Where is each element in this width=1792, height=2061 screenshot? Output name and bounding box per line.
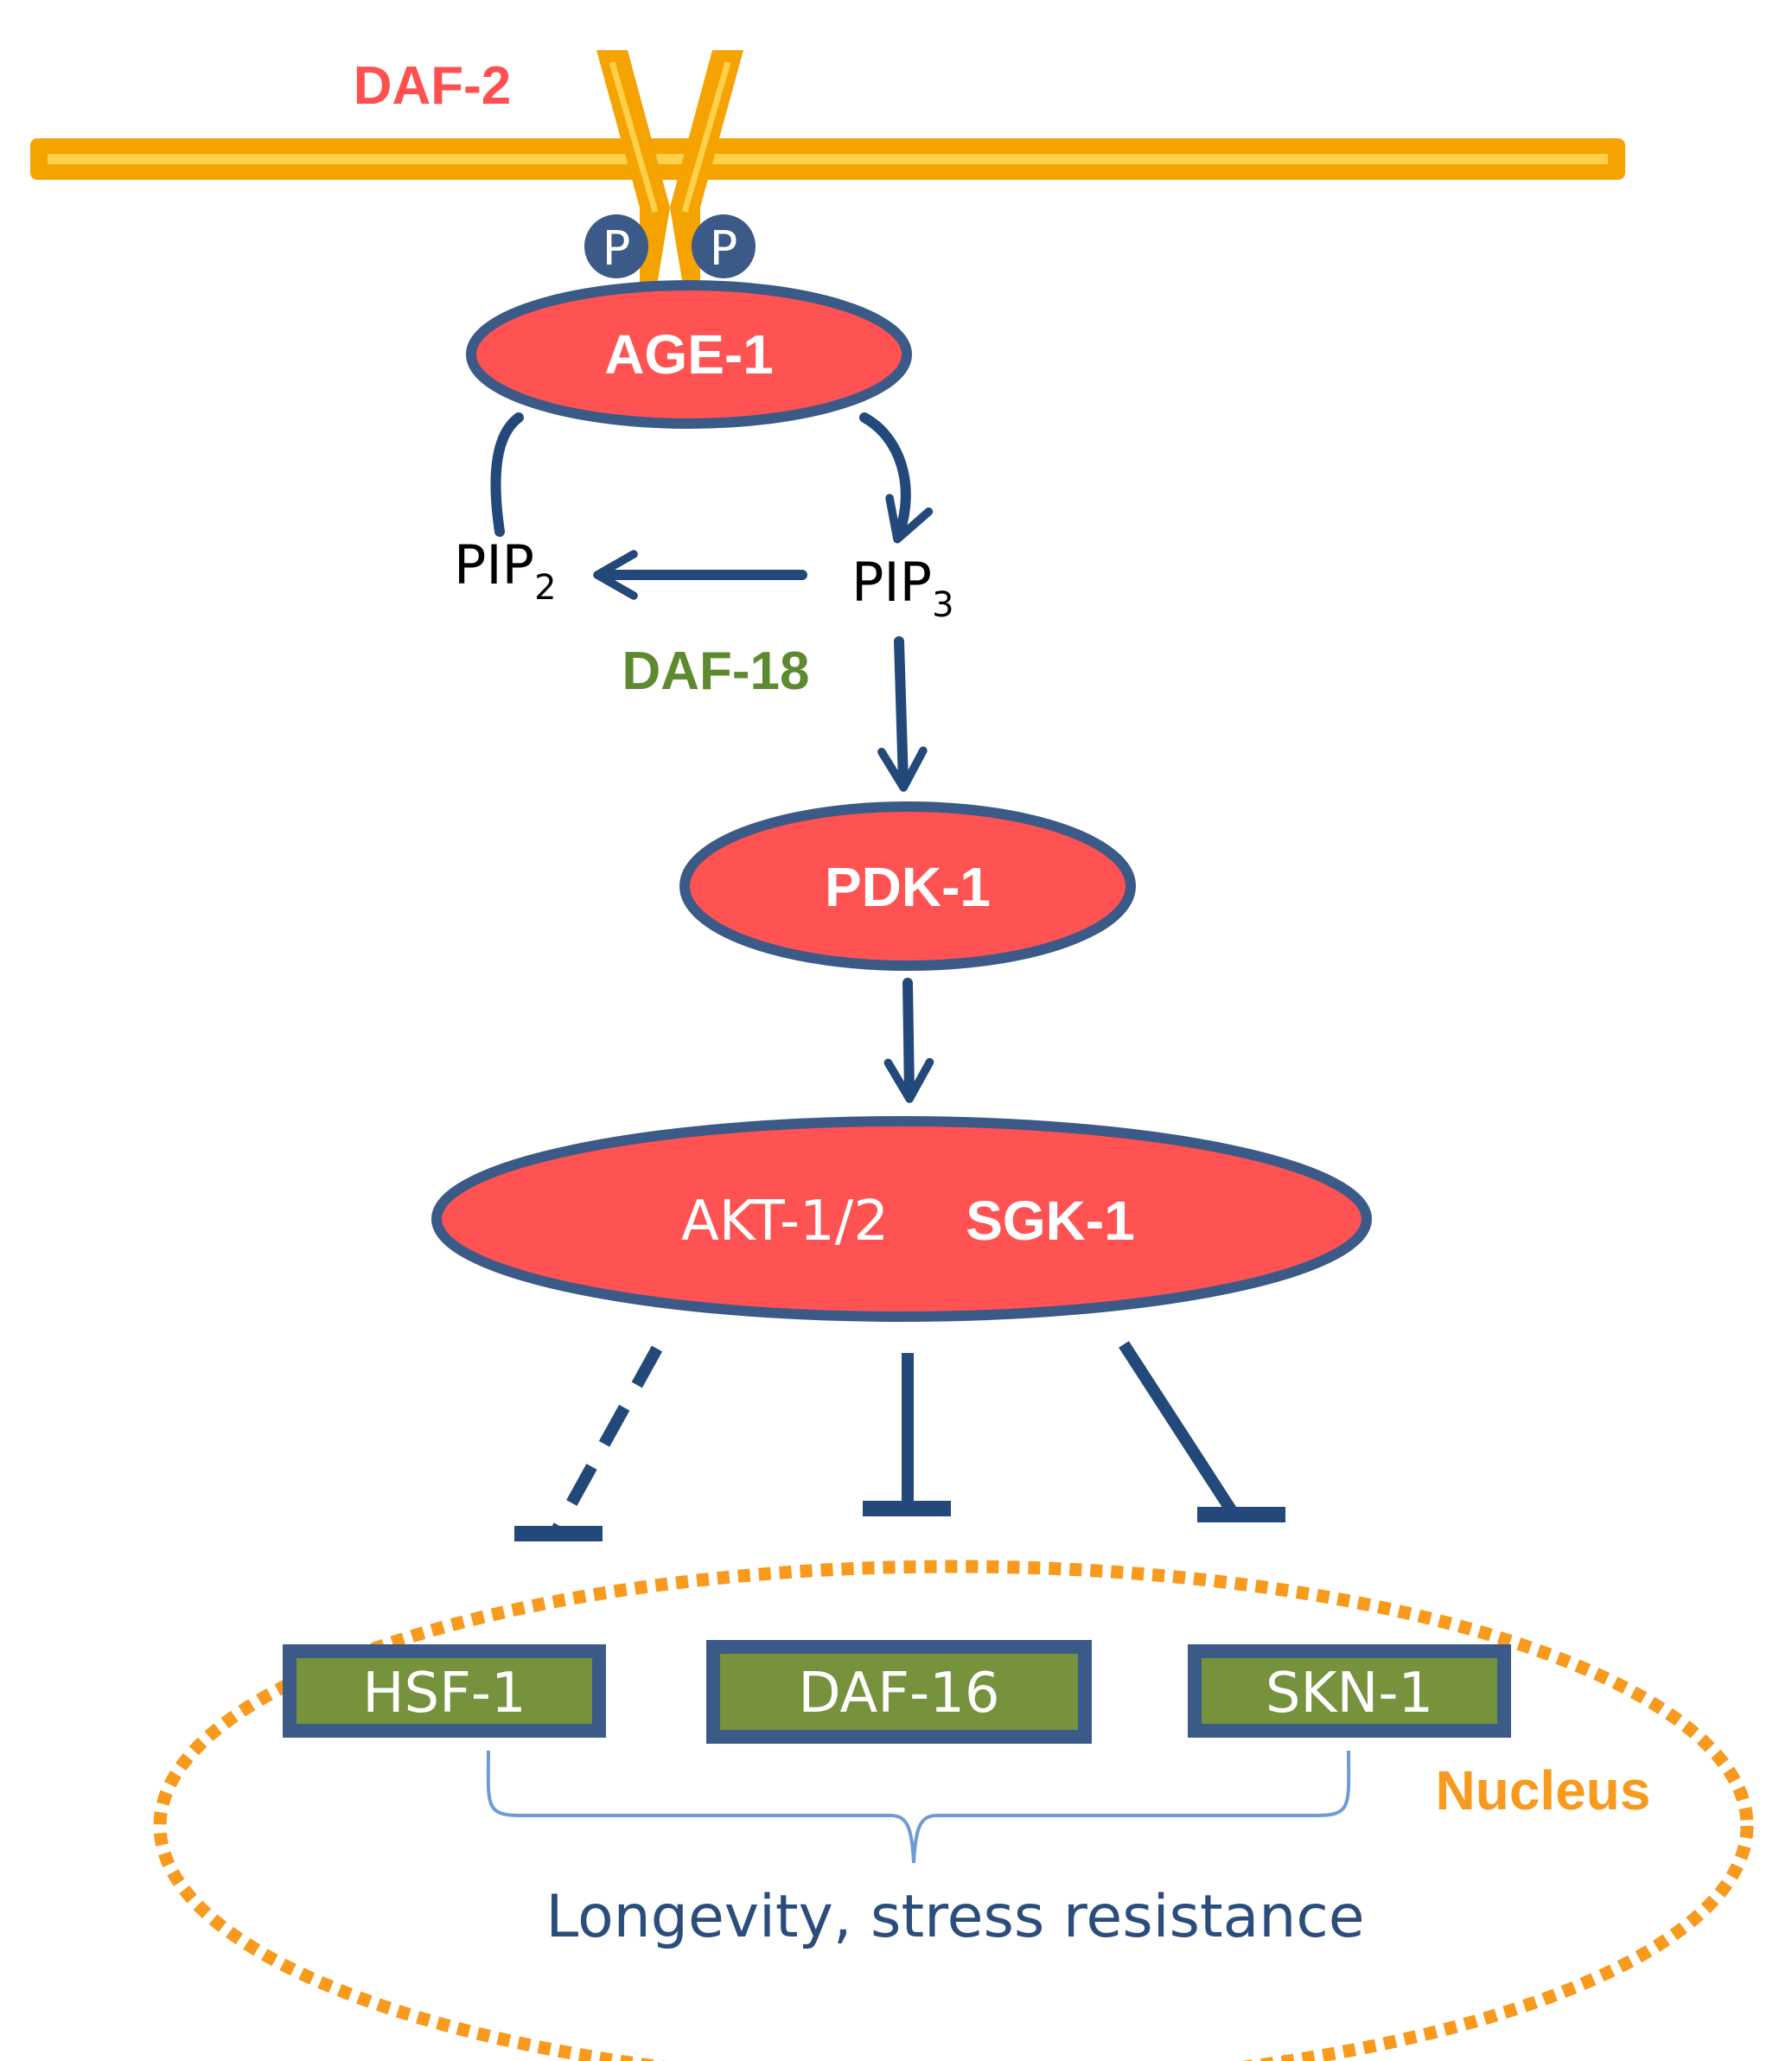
pip3-label: PIP3 bbox=[851, 551, 954, 625]
age1-node: AGE-1 bbox=[466, 280, 912, 429]
phosphate-right: P bbox=[692, 214, 756, 278]
cell-membrane bbox=[30, 138, 1625, 180]
pip2-main: PIP bbox=[454, 533, 534, 597]
skn1-label: SKN-1 bbox=[1266, 1662, 1433, 1726]
daf18-label: DAF-18 bbox=[622, 641, 809, 701]
svg-text:PIP3: PIP3 bbox=[851, 551, 954, 625]
phosphate-right-label: P bbox=[710, 221, 738, 276]
age1-conversion-arc-right bbox=[859, 412, 934, 544]
inhibit-hsf1 bbox=[514, 1345, 663, 1541]
daf2-label: DAF-2 bbox=[354, 56, 512, 116]
output-brace bbox=[486, 1750, 1351, 1864]
inhibit-skn1 bbox=[1119, 1341, 1285, 1522]
pdk1-node: PDK-1 bbox=[679, 801, 1136, 971]
inhibit-daf16 bbox=[863, 1353, 951, 1516]
sgk-label: SGK-1 bbox=[966, 1190, 1135, 1252]
pip2-label: PIP2 bbox=[454, 533, 557, 608]
daf16-label: DAF-16 bbox=[798, 1662, 999, 1726]
age1-conversion-arc-left bbox=[490, 412, 524, 537]
pip3-to-pdk1-arrow bbox=[877, 636, 928, 792]
pip3-main: PIP bbox=[851, 551, 932, 614]
skn1-node: SKN-1 bbox=[1188, 1644, 1511, 1738]
phosphate-left: P bbox=[584, 214, 648, 278]
output-label: Longevity, stress resistance bbox=[545, 1883, 1364, 1951]
pdk1-to-akt-arrow bbox=[883, 978, 934, 1103]
svg-text:PIP2: PIP2 bbox=[454, 533, 557, 608]
nucleus-boundary bbox=[153, 1560, 1754, 2061]
akt-label: AKT-1/2 bbox=[681, 1190, 889, 1254]
hsf1-node: HSF-1 bbox=[283, 1644, 606, 1738]
akt-sgk-node: AKT-1/2 SGK-1 bbox=[431, 1116, 1372, 1322]
nucleus-label: Nucleus bbox=[1436, 1759, 1651, 1822]
daf2-receptor bbox=[596, 50, 743, 285]
pip2-subscript: 2 bbox=[534, 568, 556, 608]
pip3-subscript: 3 bbox=[932, 585, 953, 625]
pdk1-label: PDK-1 bbox=[825, 856, 991, 918]
age1-label: AGE-1 bbox=[604, 323, 774, 386]
phosphate-left-label: P bbox=[603, 221, 631, 276]
daf16-node: DAF-16 bbox=[706, 1640, 1092, 1744]
hsf1-label: HSF-1 bbox=[362, 1662, 526, 1726]
